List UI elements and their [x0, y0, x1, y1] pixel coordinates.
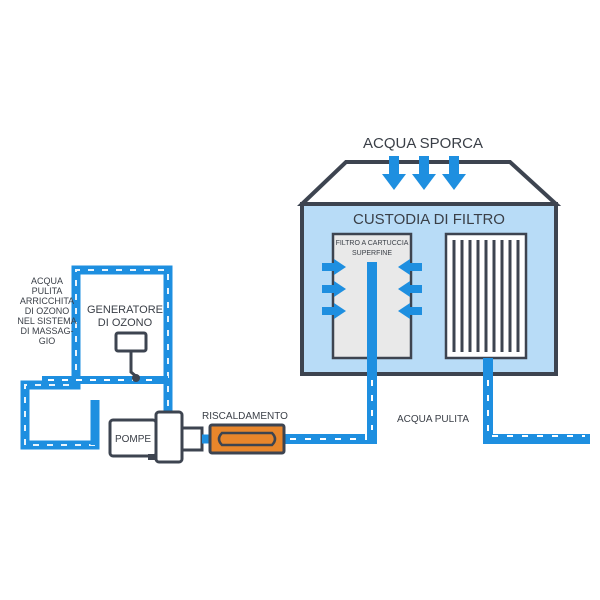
- heater-icon: [208, 423, 286, 455]
- svg-text:DI MASSAG-: DI MASSAG-: [20, 326, 73, 336]
- filter-housing-label: CUSTODIA DI FILTRO: [353, 211, 505, 228]
- svg-text:DI OZONO: DI OZONO: [25, 306, 70, 316]
- heating-label: RISCALDAMENTO: [202, 411, 288, 422]
- svg-text:ARRICCHITA: ARRICCHITA: [20, 296, 74, 306]
- svg-text:NEL SISTEMA: NEL SISTEMA: [17, 316, 76, 326]
- inflow-arrow-icon: [322, 259, 422, 319]
- ozone-generator-label-line1: GENERATORE: [87, 304, 163, 316]
- ozone-generator-icon: [114, 331, 148, 382]
- svg-text:PULITA: PULITA: [32, 286, 63, 296]
- ozone-loop-pipes: [20, 265, 173, 450]
- cartridge-label-line1: FILTRO A CARTUCCIA: [336, 240, 409, 247]
- right-outlet-pipe: [483, 358, 590, 444]
- svg-text:ACQUA: ACQUA: [31, 276, 63, 286]
- svg-text:GIO: GIO: [39, 336, 56, 346]
- loop-flow-dashes: [24, 269, 169, 446]
- cartridge-label-line2: SUPERFINE: [352, 250, 392, 257]
- pleated-filter: [444, 232, 528, 360]
- ozone-generator-label-line2: DI OZONO: [98, 317, 153, 329]
- dirty-water-arrow-icon: [382, 156, 466, 190]
- clean-water-ozone-label: ACQUA PULITA ARRICCHITA DI OZONO NEL SIS…: [17, 276, 76, 346]
- dirty-water-label: ACQUA SPORCA: [363, 135, 483, 152]
- pumps-label: POMPE: [115, 434, 151, 445]
- clean-water-label: ACQUA PULITA: [397, 414, 469, 425]
